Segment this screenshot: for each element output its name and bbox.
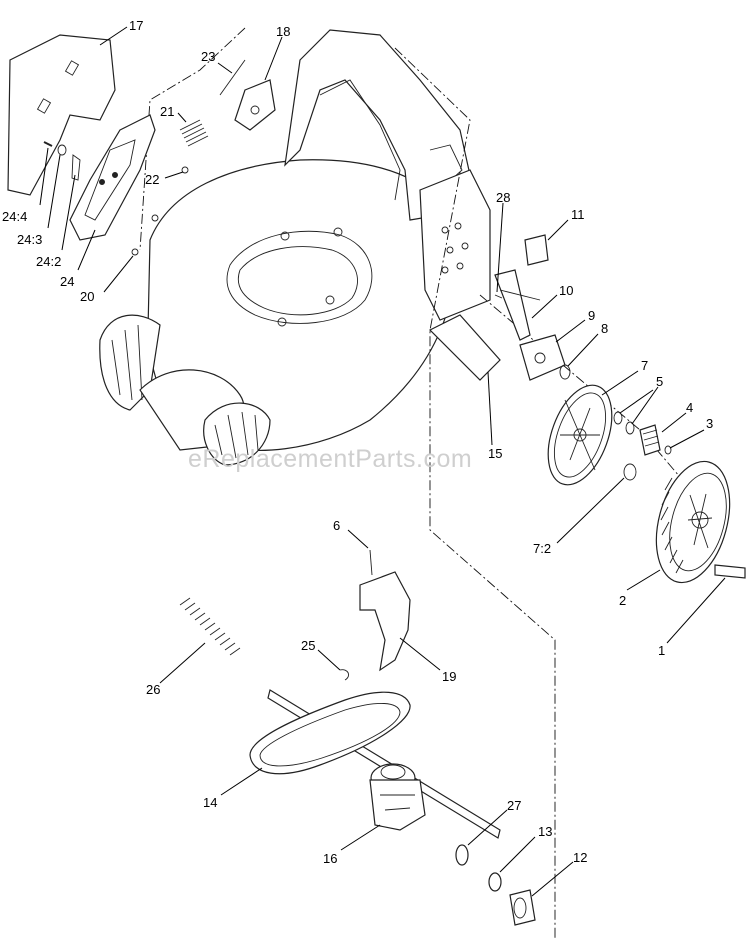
part-label: 3 xyxy=(706,416,713,431)
part-label: 12 xyxy=(573,850,587,865)
axle-tube xyxy=(428,314,501,381)
part-label: 25 xyxy=(301,638,315,653)
part-labels: 1 2 3 4 5 6 7 7:2 8 9 10 11 12 13 14 15 … xyxy=(2,18,713,866)
part-label: 4 xyxy=(686,400,693,415)
mower-deck xyxy=(99,29,491,466)
bracket-plate xyxy=(234,79,276,131)
part-label: 7 xyxy=(641,358,648,373)
part-label: 14 xyxy=(203,795,217,810)
part-label: 16 xyxy=(323,851,337,866)
part-label: 21 xyxy=(160,104,174,119)
part-label: 11 xyxy=(571,207,585,222)
part-label: 24:2 xyxy=(36,254,61,269)
drive-belt xyxy=(249,691,411,775)
part-label: 24:4 xyxy=(2,209,27,224)
part-label: 17 xyxy=(129,18,143,33)
part-label: 28 xyxy=(496,190,510,205)
watermark: eReplacementParts.com xyxy=(188,445,472,473)
part-label: 6 xyxy=(333,518,340,533)
part-label: 8 xyxy=(601,321,608,336)
part-label: 13 xyxy=(538,824,552,839)
part-label: 24:3 xyxy=(17,232,42,247)
height-lever xyxy=(494,269,531,341)
part-label: 24 xyxy=(60,274,74,289)
part-label: 1 xyxy=(658,643,665,658)
leader-lines xyxy=(39,26,726,897)
part-label: 10 xyxy=(559,283,573,298)
assembly-line xyxy=(394,47,556,940)
part-label: 23 xyxy=(201,49,215,64)
part-label: 22 xyxy=(145,172,159,187)
part-label: 18 xyxy=(276,24,290,39)
part-label: 9 xyxy=(588,308,595,323)
rear-wheel xyxy=(655,460,731,584)
part-label: 2 xyxy=(619,593,626,608)
assembly-line xyxy=(139,27,246,251)
part-label: 7:2 xyxy=(533,541,551,556)
part-label: 20 xyxy=(80,289,94,304)
part-label: 27 xyxy=(507,798,521,813)
side-cover-plate xyxy=(69,114,156,241)
part-label: 26 xyxy=(146,682,160,697)
spring xyxy=(179,119,209,147)
bag-cover xyxy=(7,34,116,196)
part-label: 5 xyxy=(656,374,663,389)
transmission xyxy=(369,763,426,831)
part-label: 19 xyxy=(442,669,456,684)
part-label: 15 xyxy=(488,446,502,461)
drive-gear xyxy=(547,384,613,486)
spring xyxy=(179,597,241,656)
mount-bracket xyxy=(359,571,411,672)
